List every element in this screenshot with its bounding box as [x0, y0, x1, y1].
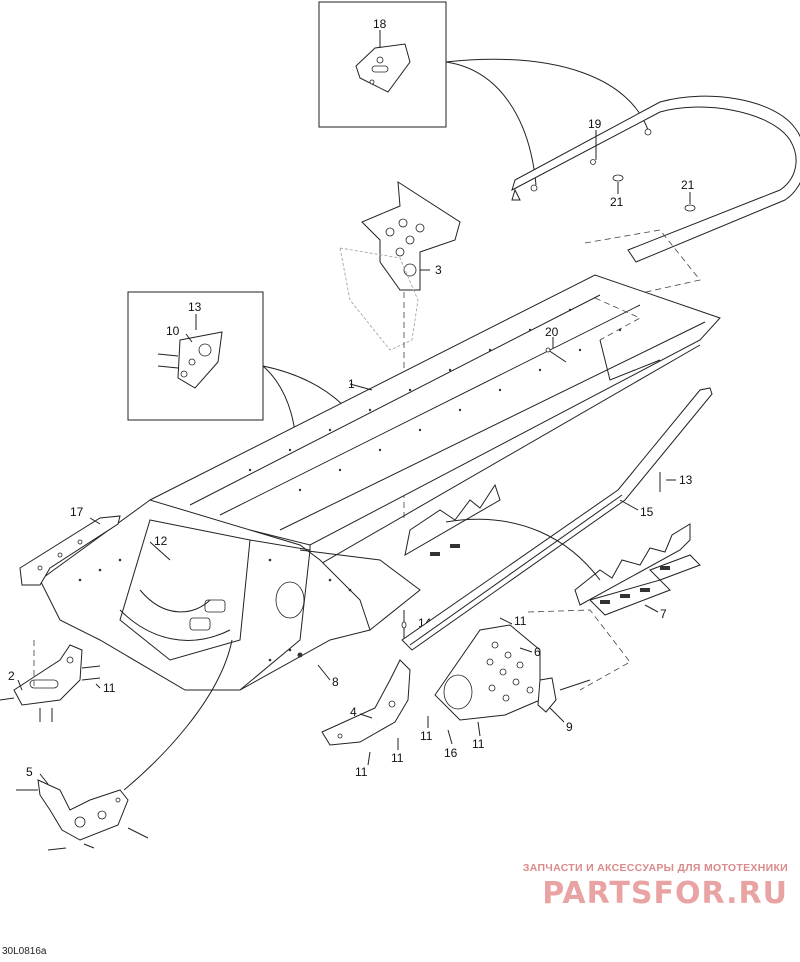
- callout-8: 8: [332, 675, 339, 689]
- callout-19: 19: [588, 117, 602, 131]
- part-17-bracket: 17: [19, 505, 121, 586]
- leader-5: [123, 639, 233, 791]
- callout-11a: 11: [103, 681, 116, 695]
- watermark-brand: PARTSFOR.RU: [542, 876, 788, 911]
- washer-21b: 21: [681, 178, 696, 212]
- fastener-11d: 11: [391, 738, 404, 765]
- fastener-11c: 11: [355, 751, 371, 779]
- part-3-bracket: 3: [339, 181, 461, 351]
- callout-21a: 21: [610, 195, 624, 209]
- leader-7: [445, 518, 601, 581]
- part-6-plate: 6: [434, 624, 541, 721]
- callout-9: 9: [566, 720, 573, 734]
- callout-17: 17: [70, 505, 84, 519]
- part-2-bracket: 2: [0, 640, 83, 722]
- part-7-serrated-guard: 7: [404, 483, 701, 621]
- callout-10: 10: [166, 324, 180, 338]
- fasteners-11-group-a: 11: [81, 665, 116, 695]
- part-9: 9: [537, 677, 591, 734]
- washer-21a: 21: [610, 174, 624, 209]
- fastener-11e: 11: [420, 716, 433, 743]
- leader-18b: [445, 58, 649, 131]
- callout-11e: 11: [420, 729, 433, 743]
- callout-20: 20: [545, 325, 559, 339]
- part-20-pin: 20: [545, 325, 567, 363]
- callout-11c: 11: [355, 765, 368, 779]
- part-12: 12: [149, 534, 171, 561]
- guide-rear: [527, 609, 631, 691]
- figure-code: 30L0816a: [2, 946, 47, 957]
- inset-part-10: 13 10: [127, 291, 264, 421]
- callout-1: 1: [348, 377, 355, 391]
- callout-16: 16: [444, 746, 458, 760]
- callout-11f: 11: [472, 737, 485, 751]
- fastener-16: 16: [444, 729, 458, 760]
- callout-18: 18: [373, 17, 387, 31]
- callout-6: 6: [534, 645, 541, 659]
- callout-12: 12: [154, 534, 168, 548]
- leader-18a: [445, 61, 537, 186]
- part-8: 8: [317, 664, 339, 689]
- part-15-slide: 15: [401, 387, 713, 651]
- callout-21b: 21: [681, 178, 695, 192]
- callout-15: 15: [640, 505, 654, 519]
- fastener-13b: 13: [659, 472, 693, 492]
- chassis-front: [39, 499, 421, 691]
- callout-3: 3: [435, 263, 442, 277]
- part-19-rail: 19: [511, 95, 800, 263]
- callout-4: 4: [350, 705, 357, 719]
- part-5-bracket: 5: [16, 765, 149, 851]
- site-watermark: ЗАПЧАСТИ И АКСЕССУАРЫ ДЛЯ МОТОТЕХНИКИ PA…: [488, 862, 788, 911]
- callout-7: 7: [660, 607, 667, 621]
- callout-13b: 13: [679, 473, 693, 487]
- callout-5: 5: [26, 765, 33, 779]
- watermark-subtitle: ЗАПЧАСТИ И АКСЕССУАРЫ ДЛЯ МОТОТЕХНИКИ: [522, 862, 788, 874]
- fastener-11b: 11: [499, 614, 527, 628]
- callout-13a: 13: [188, 300, 202, 314]
- inset-part-18: 18: [318, 1, 447, 128]
- callout-2: 2: [8, 669, 15, 683]
- callout-11b: 11: [514, 614, 527, 628]
- fastener-11f: 11: [472, 721, 485, 751]
- callout-11d: 11: [391, 751, 404, 765]
- part-4-bracket: 4: [321, 659, 411, 746]
